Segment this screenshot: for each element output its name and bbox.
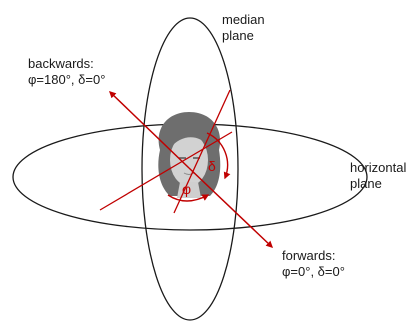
svg-text:horizontal: horizontal: [350, 160, 406, 175]
horizontal-plane-label: horizontal plane: [350, 160, 406, 191]
svg-text:φ=0°, δ=0°: φ=0°, δ=0°: [282, 264, 345, 279]
delta-label: δ: [208, 158, 216, 174]
svg-text:backwards:: backwards:: [28, 56, 94, 71]
forwards-arrow: [189, 168, 272, 247]
svg-text:forwards:: forwards:: [282, 248, 335, 263]
forwards-label: forwards: φ=0°, δ=0°: [282, 248, 345, 279]
backwards-label: backwards: φ=180°, δ=0°: [28, 56, 105, 87]
svg-text:median: median: [222, 12, 265, 27]
svg-text:plane: plane: [350, 176, 382, 191]
svg-text:plane: plane: [222, 28, 254, 43]
svg-text:φ=180°, δ=0°: φ=180°, δ=0°: [28, 72, 105, 87]
median-plane-label: median plane: [222, 12, 265, 43]
phi-label: φ: [182, 181, 191, 197]
